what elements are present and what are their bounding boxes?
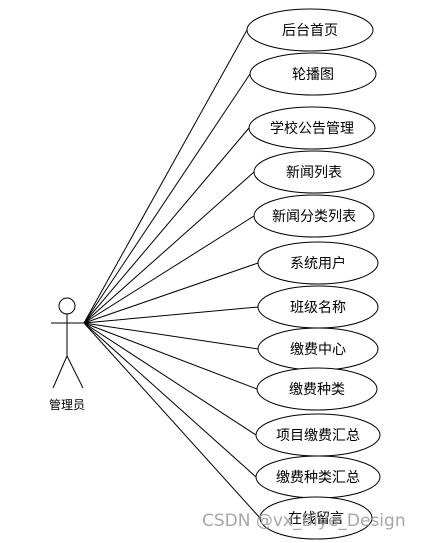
use-case-label: 轮播图 [292, 67, 334, 83]
use-case-label: 学校公告管理 [270, 120, 354, 137]
use-case-label: 后台首页 [282, 23, 338, 39]
use-case-label: 缴费中心 [290, 342, 346, 358]
use-case-ellipse [253, 194, 375, 238]
association-lines [83, 29, 261, 519]
use-case-ellipse [256, 367, 378, 411]
association-line [83, 322, 261, 519]
association-line [83, 29, 248, 324]
association-line [83, 322, 257, 436]
use-case-label: 新闻列表 [286, 165, 342, 181]
association-line [83, 127, 250, 324]
association-line [83, 322, 258, 390]
watermark: CSDN @vx_Biye_Design [202, 511, 406, 531]
use-case-ellipse [257, 241, 379, 285]
use-case-label: 班级名称 [290, 300, 346, 316]
use-case-ellipse [259, 496, 373, 540]
association-line [83, 322, 257, 478]
association-line [83, 262, 259, 324]
use-case-ellipse [253, 150, 375, 194]
actor-label: 管理员 [49, 397, 85, 412]
use-case-label: 缴费种类汇总 [276, 470, 360, 486]
actor-left-leg [52, 355, 68, 389]
actor-right-leg [66, 355, 84, 389]
use-case-label: 项目缴费汇总 [276, 428, 360, 444]
use-case-label: 新闻分类列表 [272, 209, 356, 225]
association-line [83, 73, 251, 324]
use-case-ellipse [248, 106, 376, 150]
association-line [83, 306, 259, 324]
association-line [83, 171, 255, 324]
use-case-label: 在线留言 [288, 511, 344, 527]
use-case-ellipse [249, 52, 377, 96]
actor-figure [51, 297, 84, 389]
association-line [83, 322, 259, 350]
association-line [83, 215, 255, 324]
use-case-ellipse [246, 8, 374, 52]
use-cases: 后台首页轮播图学校公告管理新闻列表新闻分类列表系统用户班级名称缴费中心缴费种类项… [246, 8, 381, 540]
use-case-label: 系统用户 [290, 255, 346, 272]
actor-head [58, 297, 76, 315]
use-case-label: 缴费种类 [289, 382, 345, 398]
